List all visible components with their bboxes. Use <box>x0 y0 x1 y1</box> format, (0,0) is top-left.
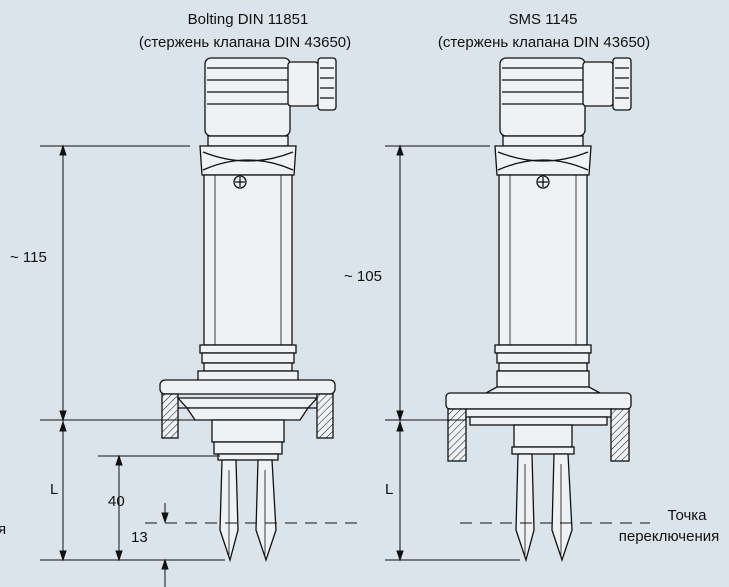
left-body-tube <box>203 174 293 346</box>
switch-point-label-line2: переключения <box>619 528 720 545</box>
right-connector-plug <box>499 57 632 137</box>
left-title-line2: (стержень клапана DIN 43650) <box>139 34 351 51</box>
right-title-line1: SMS 1145 <box>509 11 578 28</box>
right-L-label: L <box>385 481 393 498</box>
fork-length-label: 40 <box>108 493 125 510</box>
left-L-label: L <box>50 481 58 498</box>
left-dimension-lines <box>40 144 225 587</box>
right-tuning-fork <box>515 453 573 563</box>
right-body-tube <box>498 174 588 346</box>
right-height-label: ~ 105 <box>344 268 382 285</box>
left-height-label: ~ 115 <box>10 249 47 266</box>
left-device <box>159 57 337 563</box>
right-dimension-lines <box>385 144 520 562</box>
right-screw-icon <box>536 175 550 189</box>
right-device <box>445 57 632 563</box>
left-tuning-fork <box>219 459 277 563</box>
right-union-nut <box>445 392 632 462</box>
left-title-line1: Bolting DIN 11851 <box>188 11 309 28</box>
switch-offset-label: 13 <box>131 529 148 546</box>
left-screw-icon <box>233 175 247 189</box>
right-title-line2: (стержень клапана DIN 43650) <box>438 34 650 51</box>
cut-off-label-fragment: я <box>0 521 6 538</box>
left-connector-plug <box>204 57 337 137</box>
switch-point-label-line1: Точка <box>667 507 707 524</box>
